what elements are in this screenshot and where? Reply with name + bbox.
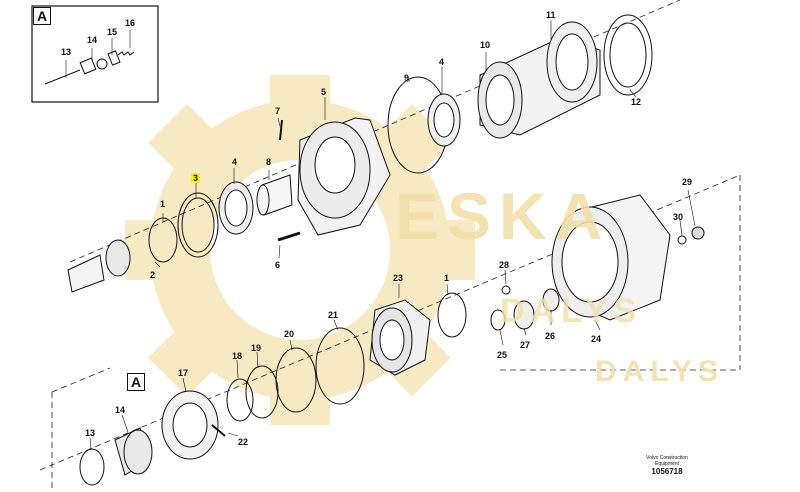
part-label-26: 24 bbox=[591, 334, 602, 344]
footer-company: Volvo Construction bbox=[646, 455, 688, 461]
part-label-13: 13 bbox=[85, 428, 96, 438]
part-label-8: 8 bbox=[266, 157, 272, 167]
part-label-4b: 4 bbox=[439, 57, 445, 67]
lock-nut-19 bbox=[161, 390, 219, 460]
part-label-30: 28 bbox=[499, 260, 510, 270]
disc-12 bbox=[603, 14, 653, 96]
part-label-15: 13 bbox=[61, 47, 72, 57]
planet-carrier-25 bbox=[369, 299, 431, 376]
seal-ring-3 bbox=[177, 192, 219, 258]
bearing-4-upper bbox=[427, 93, 461, 147]
part-label-14: 14 bbox=[115, 405, 126, 415]
part-label-6: 6 bbox=[275, 260, 281, 270]
part-label-2: 2 bbox=[150, 270, 156, 280]
part-label-9: 9 bbox=[404, 73, 410, 83]
footer-caption: Volvo Construction Equipment 1056718 bbox=[612, 455, 722, 477]
part-label-12: 12 bbox=[631, 97, 642, 107]
part-label-16: 14 bbox=[87, 35, 98, 45]
part-label-3: 3 bbox=[191, 173, 201, 183]
sun-gear-14 bbox=[114, 427, 153, 476]
plug-31 bbox=[691, 226, 705, 240]
screw-24 bbox=[211, 424, 226, 437]
footer-division: Equipment bbox=[655, 461, 679, 467]
watermark-sub: DALYS bbox=[595, 355, 724, 388]
bolt-7 bbox=[279, 119, 283, 141]
disc-11 bbox=[546, 21, 598, 103]
snap-ring-27 bbox=[490, 309, 506, 331]
part-label-24: 22 bbox=[238, 437, 249, 447]
part-label-1a: 1 bbox=[160, 199, 166, 209]
part-label-20: 18 bbox=[232, 351, 243, 361]
part-label-21: 19 bbox=[251, 343, 262, 353]
bolt-6 bbox=[277, 231, 301, 242]
output-shaft bbox=[67, 239, 131, 293]
detail-box bbox=[31, 5, 159, 103]
part-label-28: 26 bbox=[545, 331, 556, 341]
part-label-4a: 4 bbox=[232, 157, 238, 167]
ring-gear-housing-26 bbox=[551, 194, 671, 321]
ring-13 bbox=[79, 448, 105, 486]
ring-21 bbox=[245, 365, 279, 419]
sleeve-8 bbox=[256, 174, 293, 216]
part-label-11: 11 bbox=[546, 10, 556, 20]
detail-box-label: A bbox=[33, 7, 51, 25]
part-label-22: 20 bbox=[284, 329, 295, 339]
watermark-brand: ESKA bbox=[395, 179, 611, 253]
part-label-10: 10 bbox=[480, 40, 491, 50]
detail-reference-label: A bbox=[127, 373, 145, 391]
bearing-4 bbox=[218, 181, 254, 235]
part-label-23: 21 bbox=[328, 310, 339, 320]
part-label-29: 27 bbox=[520, 340, 531, 350]
o-ring-1-lower bbox=[437, 292, 467, 338]
washer-30 bbox=[501, 285, 511, 295]
part-label-31: 29 bbox=[682, 177, 693, 187]
part-label-5: 5 bbox=[321, 87, 327, 97]
part-label-19: 17 bbox=[178, 368, 189, 378]
part-label-18: 16 bbox=[125, 18, 136, 28]
watermark-sub-mid: DALYS bbox=[500, 292, 643, 330]
part-label-25: 23 bbox=[393, 273, 404, 283]
ring-23 bbox=[315, 327, 365, 405]
seal-washer-32 bbox=[677, 235, 687, 245]
part-label-7: 7 bbox=[275, 106, 281, 116]
footer-drawing-number: 1056718 bbox=[651, 467, 683, 476]
wheel-hub-5 bbox=[297, 117, 391, 236]
ring-20 bbox=[226, 378, 254, 422]
part-label-27: 25 bbox=[497, 350, 508, 360]
part-label-17: 15 bbox=[107, 27, 118, 37]
part-label-32: 30 bbox=[673, 212, 684, 222]
part-label-1b: 1 bbox=[444, 273, 450, 283]
watermark-gear-icon bbox=[125, 75, 475, 425]
frame-top-line bbox=[51, 367, 111, 393]
